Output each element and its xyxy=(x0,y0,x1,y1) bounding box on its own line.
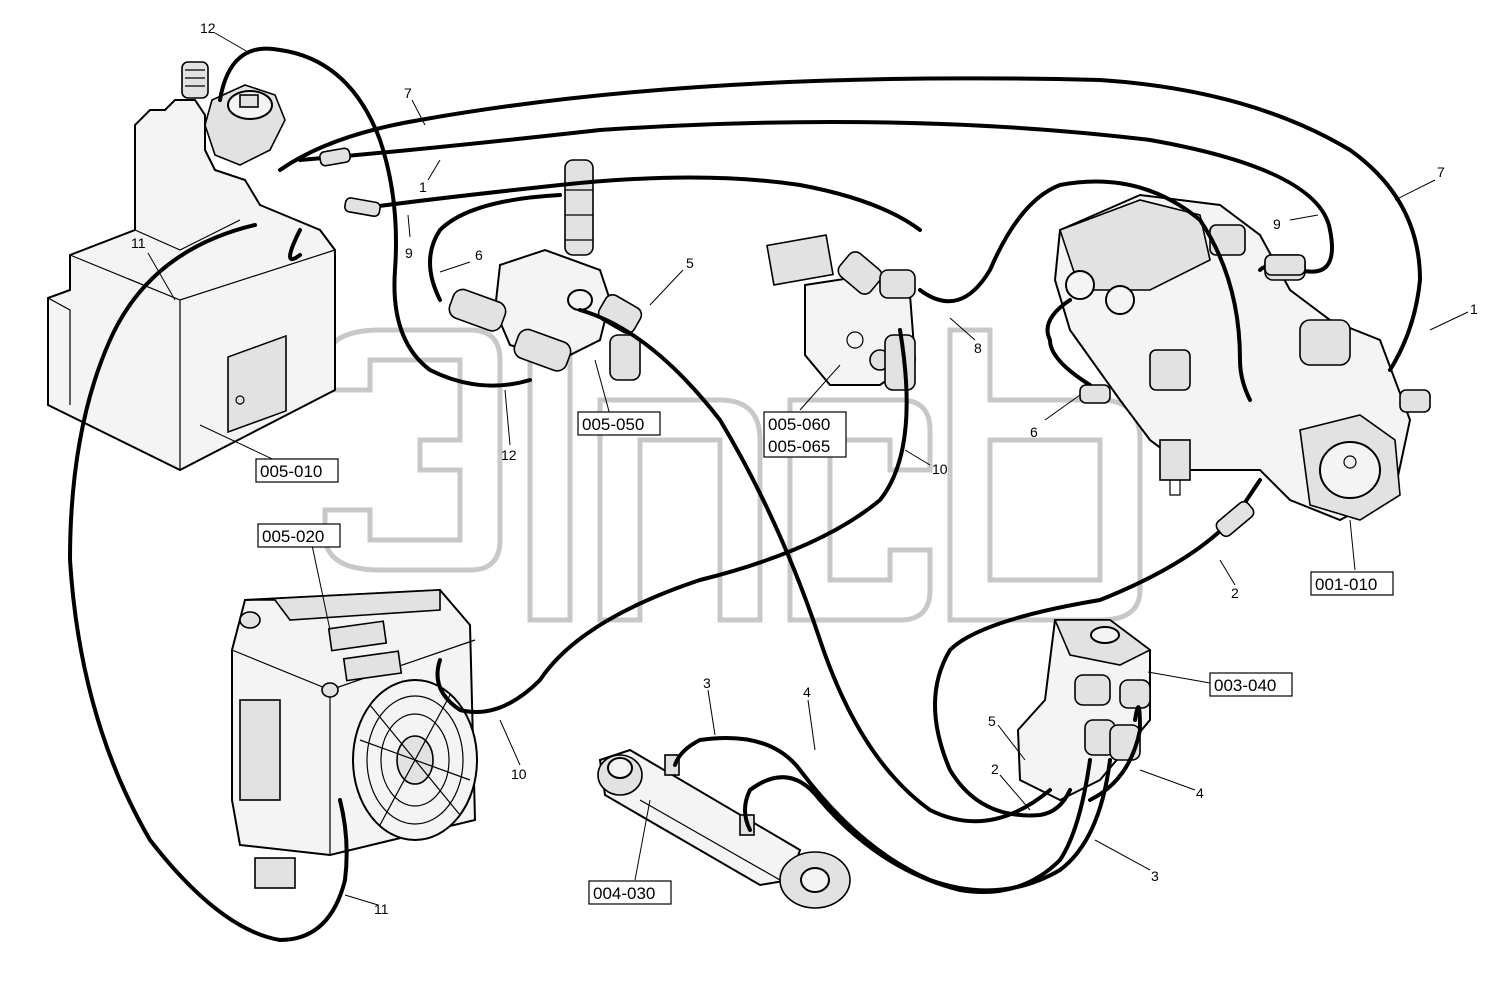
callout-4-top: 4 xyxy=(803,684,811,700)
callout-3-bottom: 3 xyxy=(1151,868,1159,884)
callout-4-motor: 4 xyxy=(1196,785,1204,801)
hoses xyxy=(68,46,1422,942)
ref-cooler: 005-020 xyxy=(262,527,324,546)
ref-valve-mid-a: 005-060 xyxy=(768,415,830,434)
ref-box-cylinder xyxy=(588,880,672,905)
ref-box-tank xyxy=(255,458,339,483)
ref-valve-left: 005-050 xyxy=(582,415,644,434)
ref-box-valve-left xyxy=(577,411,661,436)
ref-box-cooler xyxy=(257,523,341,548)
callout-2-right: 2 xyxy=(1231,585,1239,601)
hydraulic-cylinder xyxy=(597,748,851,909)
hose-fittings xyxy=(319,147,1431,538)
callout-numbers: 12 7 1 11 9 6 5 12 8 10 7 9 1 6 2 10 11 … xyxy=(131,20,1478,917)
ref-tank: 005-010 xyxy=(260,462,322,481)
hydraulic-motor xyxy=(1016,619,1152,802)
callout-11-tank: 11 xyxy=(131,235,146,251)
ref-cylinder: 004-030 xyxy=(593,884,655,903)
callout-6-left: 6 xyxy=(475,247,483,263)
ref-pump: 001-010 xyxy=(1315,575,1377,594)
callout-5-motor: 5 xyxy=(988,713,996,729)
callout-10-mid: 10 xyxy=(932,461,948,477)
callout-1-top: 1 xyxy=(419,179,427,195)
oil-cooler xyxy=(231,588,478,889)
callout-10-lower: 10 xyxy=(511,766,527,782)
watermark-logo: TM xyxy=(322,327,1143,623)
part-references: 005-010 005-020 005-050 005-060 005-065 … xyxy=(255,411,1394,905)
ref-box-motor xyxy=(1209,672,1293,697)
callout-12-mid: 12 xyxy=(501,447,517,463)
ref-box-valve-mid xyxy=(763,411,847,458)
leader-lines xyxy=(147,32,1469,906)
callout-11-lower: 11 xyxy=(374,901,389,917)
callout-7-top: 7 xyxy=(404,85,412,101)
callout-8: 8 xyxy=(974,340,982,356)
callout-9-right: 9 xyxy=(1273,216,1281,232)
ref-valve-mid-b: 005-065 xyxy=(768,437,830,456)
oil-tank xyxy=(47,61,336,472)
callout-6-right: 6 xyxy=(1030,424,1038,440)
callout-9-left: 9 xyxy=(405,245,413,261)
callout-12-top: 12 xyxy=(200,20,216,36)
callout-2-motor: 2 xyxy=(991,761,999,777)
ref-motor: 003-040 xyxy=(1214,676,1276,695)
callout-7-right: 7 xyxy=(1437,164,1445,180)
ref-box-pump xyxy=(1310,571,1394,596)
callout-5-mid: 5 xyxy=(686,255,694,271)
callout-1-right: 1 xyxy=(1470,301,1478,317)
callout-3-top: 3 xyxy=(703,675,711,691)
valve-block-005-060 xyxy=(766,234,917,391)
hydraulic-pump xyxy=(1053,193,1412,522)
